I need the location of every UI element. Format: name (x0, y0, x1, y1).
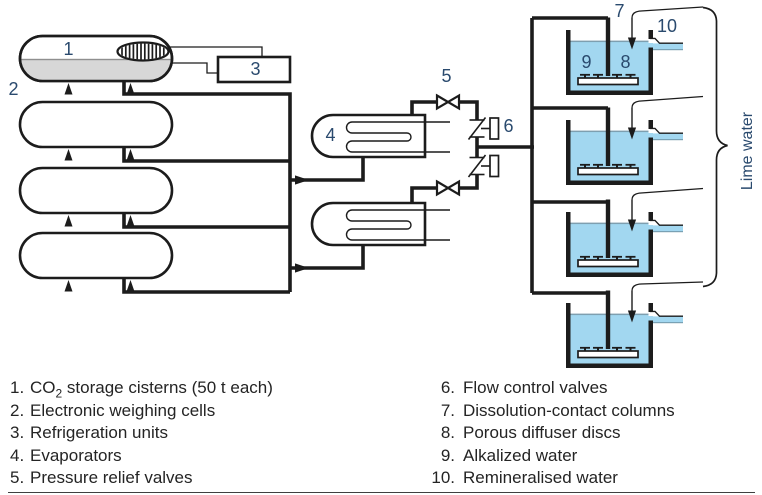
legend-item-1: 1. CO2 storage cisterns (50 t each) (10, 377, 273, 404)
level-gauge-icon (116, 41, 170, 62)
legend-item-2: 2. Electronic weighing cells (10, 400, 215, 421)
legend-text: Evaporators (30, 446, 122, 465)
flow-control-valve-1 (467, 116, 500, 141)
label-9: 9 (581, 52, 592, 72)
label-6: 6 (503, 116, 514, 136)
label-10: 10 (656, 16, 678, 36)
lime-water-label: Lime water (739, 111, 756, 191)
legend-num: 2. (10, 401, 25, 420)
legend-item-3: 3. Refrigeration units (10, 422, 168, 443)
legend-item-5: 5. Pressure relief valves (10, 467, 193, 488)
refrigeration-unit (216, 55, 292, 84)
label-3: 3 (250, 59, 261, 79)
signal-lines (168, 46, 263, 74)
evaporator-coil (345, 121, 450, 153)
legend-text: Alkalized water (463, 446, 578, 465)
evaporator-coil (345, 209, 450, 241)
co2-cistern-4 (18, 231, 174, 293)
label-8: 8 (620, 52, 631, 72)
legend-num: 5. (10, 468, 25, 487)
legend-num: 6. (440, 378, 455, 397)
legend-text: CO2 storage cisterns (50 t each) (30, 378, 273, 401)
label-1: 1 (63, 39, 74, 59)
legend-num: 7. (440, 401, 455, 420)
evaporator-2 (310, 201, 450, 247)
label-4: 4 (325, 125, 336, 145)
legend-item-10: 10. Remineralised water (428, 467, 618, 488)
legend-item-9: 9. Alkalized water (428, 445, 578, 466)
legend-text: Porous diffuser discs (463, 423, 621, 442)
lime-water-brace (702, 6, 728, 288)
dissolution-tank-3 (565, 192, 684, 278)
legend-text: Pressure relief valves (30, 468, 193, 487)
dissolution-tank-4 (565, 283, 684, 369)
legend-text: Refrigeration units (30, 423, 168, 442)
pressure-relief-valve-1 (435, 94, 461, 110)
label-5: 5 (441, 66, 452, 86)
legend-num: 1. (10, 378, 25, 397)
legend-num: 9. (440, 446, 455, 465)
legend-text: Flow control valves (463, 378, 608, 397)
legend-item-7: 7. Dissolution-contact columns (428, 400, 675, 421)
legend-num: 10. (431, 468, 455, 487)
pressure-relief-valve-2 (435, 180, 461, 196)
legend-num: 4. (10, 446, 25, 465)
label-2: 2 (8, 79, 19, 99)
diagram-canvas (18, 6, 728, 369)
cistern-liquid-level (21, 58, 171, 81)
flow-control-valve-2 (467, 154, 500, 178)
bottom-rule (8, 492, 755, 494)
pipe-network (122, 16, 608, 295)
label-7: 7 (614, 1, 625, 21)
legend-text: Electronic weighing cells (30, 401, 216, 420)
legend-num: 8. (440, 423, 455, 442)
co2-cistern-2 (18, 100, 174, 162)
evaporator-1 (310, 113, 450, 159)
co2-cistern-3 (18, 166, 174, 228)
legend-text: Remineralised water (463, 468, 618, 487)
legend-num: 3. (10, 423, 25, 442)
lime-water-leaders (640, 6, 704, 285)
cistern-1-outline (18, 34, 174, 83)
dissolution-tank-2 (565, 100, 684, 186)
flow-arrows (295, 175, 309, 273)
legend-item-6: 6. Flow control valves (428, 377, 608, 398)
legend-item-4: 4. Evaporators (10, 445, 122, 466)
legend-item-8: 8. Porous diffuser discs (428, 422, 621, 443)
legend-text: Dissolution-contact columns (463, 401, 675, 420)
